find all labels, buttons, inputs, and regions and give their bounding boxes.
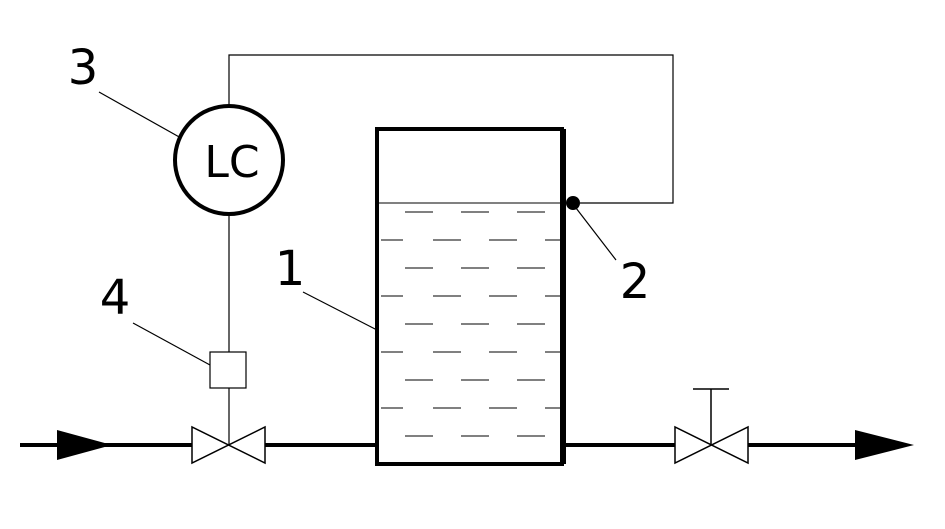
manual-valve [674,388,749,465]
leader-line-4 [132,322,211,366]
liquid-fill-dashes [381,211,560,437]
inlet-flow-arrow [57,430,112,460]
signal-line-sensor-to-controller [228,54,674,204]
leader-line-1 [302,291,378,331]
control-valve [191,425,266,465]
label-actuator: 4 [100,270,131,326]
valve-actuator [209,351,247,389]
leader-line-2 [575,207,617,261]
level-controller: LC [173,104,285,216]
label-sensor: 2 [620,254,651,310]
label-tank: 1 [275,241,306,297]
level-sensor-dot [566,196,580,210]
controller-text: LC [204,137,259,188]
label-controller: 3 [68,40,99,96]
outlet-flow-arrow [855,430,914,460]
tank [375,127,566,466]
leader-line-3 [98,91,182,139]
